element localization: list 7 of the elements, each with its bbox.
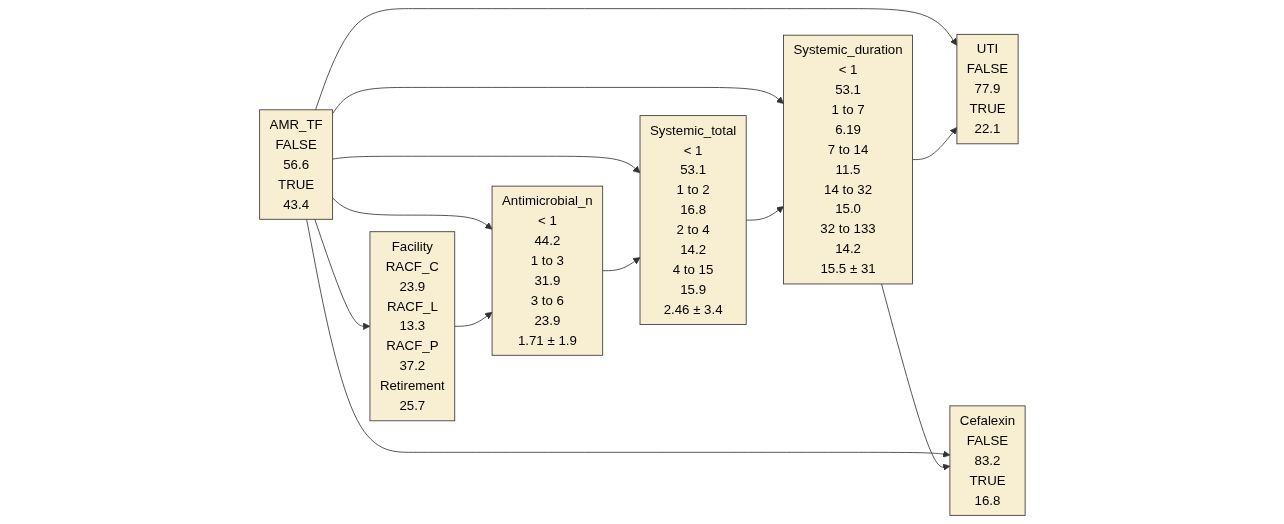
node-box: UTI FALSE 77.9 TRUE 22.1 [956, 33, 1019, 145]
node-box: Antimicrobial_n < 1 44.2 1 to 3 31.9 3 to 6 23.9 1.71 ± 1.9 [491, 185, 603, 356]
node-box: Systemic_duration < 1 53.1 1 to 7 6.19 7 to 14 11.5 14 to 32 15.0 32 to 133 14.2 15.5 ± 31 [782, 34, 913, 285]
node-box: Facility RACF_C 23.9 RACF_L 13.3 RACF_P 37.2 Retirement 25.7 [369, 231, 455, 422]
node-box: Systemic_total < 1 53.1 1 to 2 16.8 2 to 4 14.2 4 to 15 15.9 2.46 ± 3.4 [639, 115, 747, 326]
node-box: AMR_TF FALSE 56.6 TRUE 43.4 [258, 109, 333, 220]
node-box: Cefalexin FALSE 83.2 TRUE 16.8 [949, 405, 1026, 516]
